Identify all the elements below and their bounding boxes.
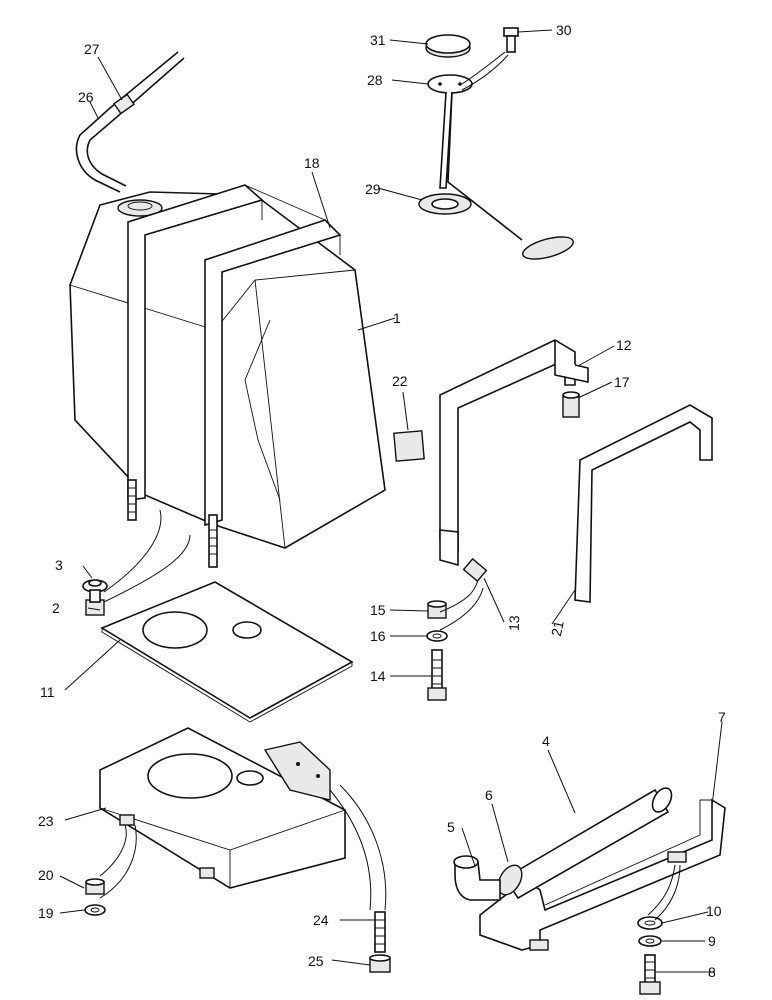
callout-10: 10 — [706, 903, 722, 919]
callout-16: 16 — [370, 628, 386, 644]
hardware-13-16 — [426, 557, 488, 701]
callout-7: 7 — [718, 709, 726, 725]
callout-11: 11 — [40, 684, 55, 700]
callout-29: 29 — [365, 181, 381, 197]
callout-24: 24 — [313, 912, 329, 928]
fuel-pipe — [75, 51, 185, 193]
callout-27: 27 — [84, 41, 100, 57]
callout-2: 2 — [52, 600, 60, 616]
callout-15: 15 — [370, 602, 386, 618]
hardware-8-10 — [637, 916, 663, 995]
support-tray — [99, 727, 346, 889]
callout-20: 20 — [38, 867, 54, 883]
hardware-24-25 — [369, 911, 391, 973]
callout-labels: 1 2 3 4 5 6 7 8 9 10 11 12 13 14 15 16 1… — [38, 22, 726, 980]
callout-8: 8 — [708, 964, 716, 980]
pipe-and-channel-assembly — [453, 787, 726, 951]
callout-14: 14 — [370, 668, 386, 684]
callout-5: 5 — [447, 819, 455, 835]
hardware-2-3 — [82, 579, 108, 616]
callout-31: 31 — [370, 32, 386, 48]
callout-17: 17 — [614, 374, 630, 390]
callout-1: 1 — [393, 310, 401, 326]
callout-19: 19 — [38, 905, 54, 921]
callout-6: 6 — [485, 787, 493, 803]
gasket — [100, 581, 354, 723]
fuel-tank — [69, 191, 386, 549]
callout-22: 22 — [392, 373, 408, 389]
spacer-block — [393, 430, 425, 462]
callout-18: 18 — [304, 155, 320, 171]
callout-3: 3 — [55, 557, 63, 573]
callout-21: 21 — [548, 619, 567, 638]
support-bracket — [439, 339, 589, 567]
leader-lines — [59, 29, 723, 973]
callout-13: 13 — [506, 615, 523, 631]
callout-9: 9 — [708, 933, 716, 949]
callout-25: 25 — [308, 953, 324, 969]
callout-26: 26 — [78, 89, 94, 105]
tank-strap-assembly — [127, 184, 342, 568]
callout-12: 12 — [616, 337, 632, 353]
hardware-19-20 — [84, 878, 106, 916]
callout-23: 23 — [38, 813, 54, 829]
callout-30: 30 — [556, 22, 572, 38]
callout-4: 4 — [542, 733, 550, 749]
fuel-gauge-sender — [418, 27, 574, 260]
retaining-strap — [574, 404, 713, 603]
callout-28: 28 — [367, 72, 383, 88]
